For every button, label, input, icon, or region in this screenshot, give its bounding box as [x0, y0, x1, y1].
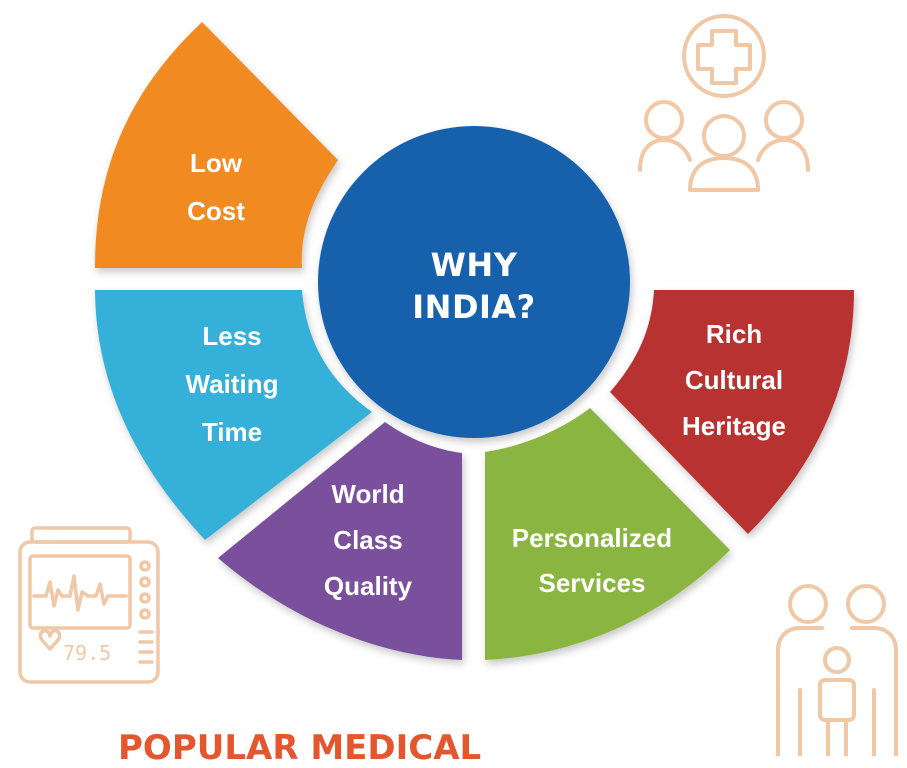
- low-cost-label-line2: Cost: [187, 196, 245, 226]
- segment-personalized-services-shape: [485, 408, 730, 660]
- less-waiting-label-line2: Waiting: [186, 369, 279, 399]
- personalized-label-line1: Personalized: [512, 523, 672, 553]
- world-class-label-line2: Class: [333, 525, 402, 555]
- personalized-label-line2: Services: [539, 568, 646, 598]
- less-waiting-label-line1: Less: [202, 321, 261, 351]
- world-class-label-line3: Quality: [324, 571, 413, 601]
- segment-less-waiting-time: Less Waiting Time: [95, 290, 372, 540]
- world-class-label-line1: World: [331, 479, 404, 509]
- segment-rich-cultural-heritage: Rich Cultural Heritage: [610, 290, 854, 534]
- center-title-line1: WHY: [431, 246, 518, 284]
- less-waiting-label-line3: Time: [202, 417, 262, 447]
- center-circle: WHY INDIA?: [318, 126, 630, 438]
- family-icon: [776, 584, 898, 756]
- segment-world-class-quality: World Class Quality: [218, 422, 462, 660]
- section-heading: POPULAR MEDICAL: [118, 728, 482, 768]
- segment-low-cost-shape: [95, 22, 338, 268]
- heart-monitor-icon: 79.5: [18, 526, 160, 684]
- center-title-line2: INDIA?: [412, 288, 535, 326]
- low-cost-label-line1: Low: [190, 148, 243, 178]
- cultural-label-line1: Rich: [706, 319, 762, 349]
- segment-world-class-quality-shape: [218, 422, 462, 660]
- center-circle-shape: [318, 126, 630, 438]
- medical-team-icon: [638, 14, 810, 192]
- segment-rich-cultural-heritage-shape: [610, 290, 854, 534]
- segment-less-waiting-time-shape: [95, 290, 372, 540]
- monitor-readout: 79.5: [63, 641, 111, 665]
- cultural-label-line3: Heritage: [682, 411, 786, 441]
- cultural-label-line2: Cultural: [685, 365, 783, 395]
- segment-low-cost: Low Cost: [95, 22, 338, 268]
- segment-personalized-services: Personalized Services: [485, 408, 730, 660]
